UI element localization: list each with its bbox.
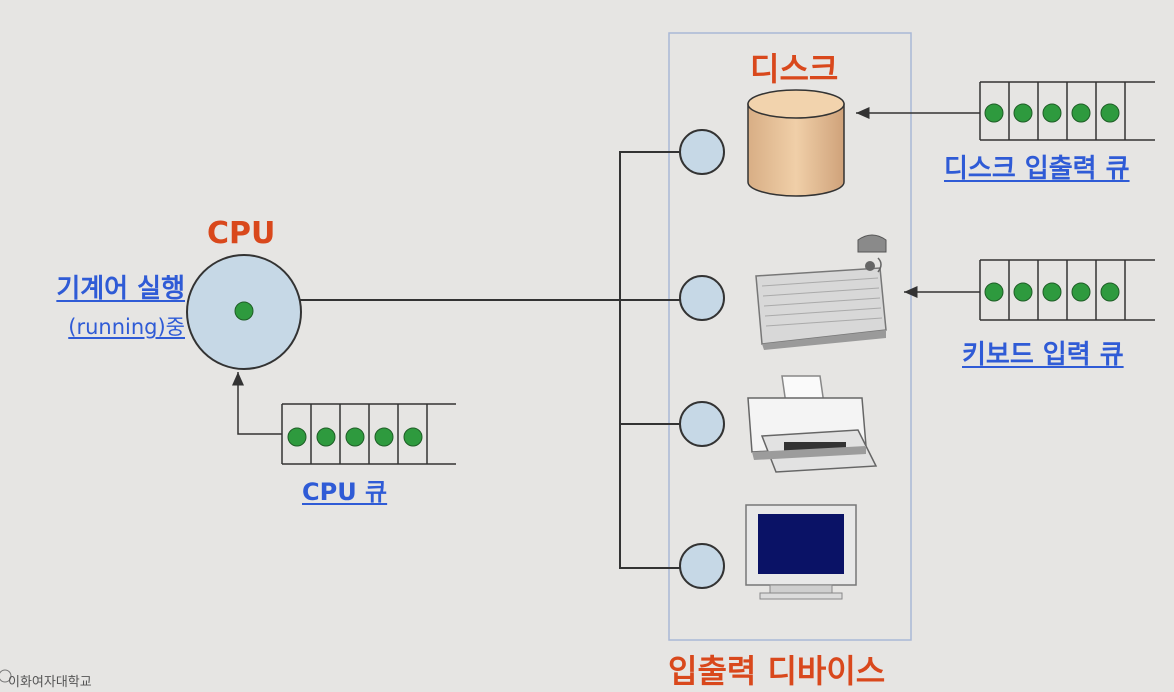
printer-icon (747, 375, 878, 473)
io-devices-title: 입출력 디바이스 (668, 652, 886, 690)
university-emblem-icon (0, 669, 12, 683)
monitor-port (679, 543, 725, 589)
disk-queue (856, 81, 1155, 141)
device-ports (679, 129, 725, 589)
disk-title: 디스크 (750, 50, 839, 88)
monitor-icon (745, 504, 857, 600)
cpu-running-label: 기계어 실행 (running)중 (25, 270, 185, 346)
running-process-dot (234, 301, 254, 321)
cpu-queue-arrow (232, 372, 282, 435)
connector-lines (300, 151, 680, 569)
cpu-running-line1: 기계어 실행 (56, 274, 185, 304)
cpu-title: CPU (207, 216, 276, 251)
disk-queue-label: 디스크 입출력 큐 (944, 154, 1130, 184)
university-logo-text: 이화여자대학교 (8, 675, 92, 690)
keyboard-icon (755, 234, 887, 350)
io-device-box (668, 32, 912, 641)
cpu-running-line2: (running)중 (68, 315, 185, 339)
keyboard-queue (904, 259, 1155, 321)
cpu-queue-label: CPU 큐 (302, 478, 388, 506)
cpu-node (186, 254, 302, 370)
printer-port (679, 401, 725, 447)
disk-cylinder-icon (747, 89, 845, 197)
keyboard-queue-label: 키보드 입력 큐 (962, 340, 1124, 370)
keyboard-port (679, 275, 725, 321)
cpu-queue (232, 372, 456, 465)
disk-port (679, 129, 725, 175)
